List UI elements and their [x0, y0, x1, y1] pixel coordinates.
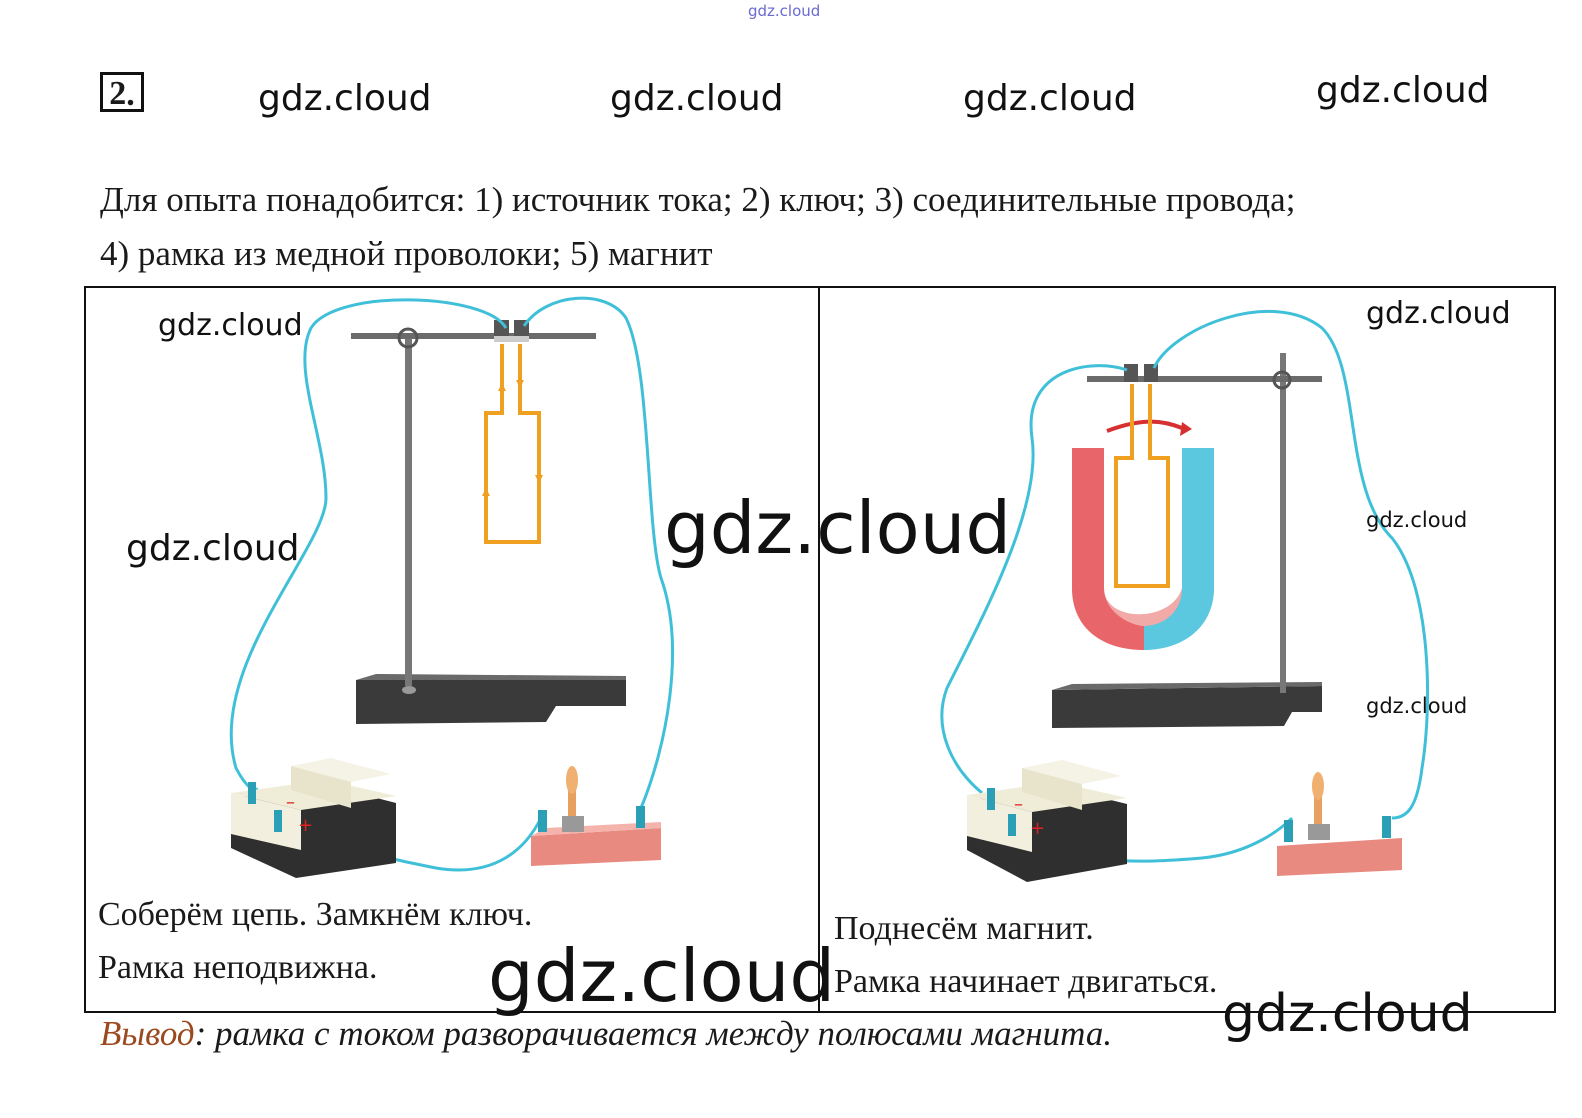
stand-base: [356, 678, 626, 724]
left-illustration: – +: [229, 296, 674, 878]
svg-text:–: –: [1014, 794, 1023, 815]
watermark-row-3: gdz.cloud: [963, 78, 1137, 119]
watermark-row-4: gdz.cloud: [1316, 70, 1490, 111]
key-switch-right: [1277, 838, 1402, 876]
copper-frame-right: [1114, 384, 1170, 588]
panel-divider: [818, 286, 820, 1013]
magnet-north: [1072, 448, 1144, 650]
task-number-box: 2.: [100, 72, 144, 113]
watermark-bottom-right: gdz.cloud: [1222, 984, 1473, 1044]
watermark-row-1: gdz.cloud: [258, 78, 432, 119]
stand-rod: [405, 336, 412, 686]
wire-right: [522, 296, 674, 809]
svg-text:–: –: [286, 792, 295, 813]
stand-clamp: [397, 327, 419, 349]
right-caption-1: Поднесём магнит.: [834, 910, 1094, 947]
stand-arm-right: [1087, 376, 1322, 382]
stand-base-right: [1052, 686, 1322, 728]
rotation-arrow: [1106, 419, 1183, 433]
conclusion-label: Вывод: [100, 1014, 195, 1053]
intro-line-2: 4) рамка из медной проволоки; 5) магнит: [100, 234, 713, 273]
watermark-bottom-big: gdz.cloud: [488, 934, 836, 1018]
watermark-top: gdz.cloud: [748, 2, 821, 20]
task-number: 2: [109, 75, 127, 112]
conclusion-text: : рамка с током разворачивается между по…: [194, 1014, 1113, 1053]
svg-text:+: +: [1030, 818, 1045, 839]
watermark-left-top: gdz.cloud: [158, 308, 303, 343]
watermark-right-top: gdz.cloud: [1366, 296, 1511, 331]
intro-line-1: Для опыта понадобится: 1) источник тока;…: [100, 180, 1296, 219]
watermark-right-mid: gdz.cloud: [1366, 508, 1468, 532]
right-illustration: – +: [940, 310, 1430, 882]
key-switch: [531, 828, 661, 866]
left-caption-1: Соберём цепь. Замкнём ключ.: [98, 896, 533, 933]
wire-right-right: [1152, 310, 1430, 820]
terminal-minus: [248, 782, 256, 804]
left-caption-2: Рамка неподвижна.: [98, 949, 378, 986]
copper-frame: [484, 344, 541, 544]
watermark-row-2: gdz.cloud: [610, 78, 784, 119]
wire-left-right: [940, 364, 1128, 795]
conclusion: Вывод: рамка с током разворачивается меж…: [100, 1014, 1112, 1054]
terminal-plus: [274, 810, 282, 832]
right-caption-2: Рамка начинает двигаться.: [834, 963, 1218, 1000]
svg-text:+: +: [298, 815, 313, 836]
wire-left: [229, 298, 508, 794]
watermark-right-low: gdz.cloud: [1366, 694, 1468, 718]
watermark-left-mid: gdz.cloud: [126, 528, 300, 569]
magnet-south: [1144, 448, 1214, 650]
stand-rod-right: [1280, 353, 1286, 693]
stand-arm: [351, 333, 596, 339]
experiment-frame: [84, 286, 1556, 1013]
watermark-center-big: gdz.cloud: [664, 486, 1012, 570]
